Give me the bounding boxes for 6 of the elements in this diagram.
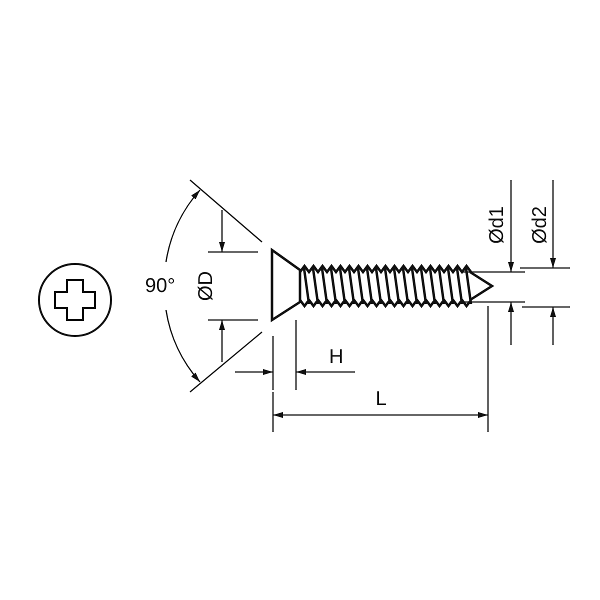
dimension-label: H (329, 347, 344, 367)
dimension-label: 90° (145, 276, 176, 296)
dimension-label: Ød2 (530, 206, 550, 244)
dimension-label: Ød1 (486, 206, 507, 244)
dimension-label: ØD (196, 271, 216, 301)
dimension-label: L (376, 389, 387, 409)
